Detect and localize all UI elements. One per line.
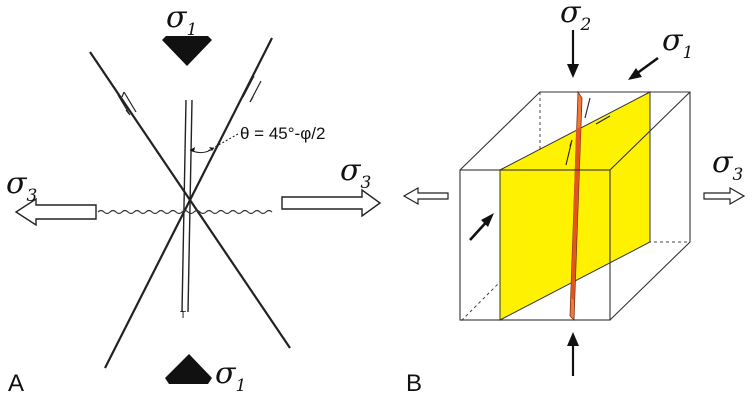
sigma3-left-arrow xyxy=(14,197,97,227)
angle-formula: θ = 45°-φ/2 xyxy=(240,124,325,143)
panel-a: T θ = 45°-φ/2 σ1 σ1 σ3 xyxy=(6,0,382,397)
shear-sense-b xyxy=(565,97,611,166)
fault-line-right xyxy=(104,37,273,369)
tension-mark: T xyxy=(180,310,186,321)
sigma3-right-arrow-b xyxy=(703,186,746,206)
sigma1-bottom-arrow-back xyxy=(165,378,212,384)
panel-b-label: B xyxy=(406,370,422,397)
sigma2-top-arrowhead xyxy=(567,64,579,78)
sigma1-label: σ1 xyxy=(662,23,693,63)
cube-visible-edges xyxy=(459,91,691,321)
sigma3-label-b: σ3 xyxy=(712,145,743,185)
sigma2-label: σ2 xyxy=(560,0,591,35)
stylolite-line xyxy=(97,209,273,215)
sigma1-bottom-arrow xyxy=(165,354,212,378)
sigma1-top-arrow xyxy=(162,40,212,66)
panel-a-label: A xyxy=(8,370,24,397)
shear-sense-left xyxy=(117,91,137,116)
sigma3-right-arrow xyxy=(281,188,382,218)
angle-arrowhead-left xyxy=(190,147,195,152)
tension-fracture xyxy=(181,99,193,313)
sigma1-top-arrow-back xyxy=(162,36,212,40)
sigma3-right-label: σ3 xyxy=(340,153,371,193)
sigma3-left-label: σ3 xyxy=(6,166,37,206)
panel-b: σ2 σ1 σ3 B xyxy=(402,0,746,397)
sigma1-arrow xyxy=(635,56,659,76)
sigma1-arrowhead xyxy=(628,68,642,80)
sigma3-left-arrow-b xyxy=(402,186,449,206)
sigma2-bottom-arrowhead xyxy=(567,332,579,346)
sigma1-top-label: σ1 xyxy=(166,0,197,40)
shear-sense-right xyxy=(242,75,262,103)
fault-slip-arrowhead xyxy=(481,213,494,227)
sigma1-bottom-label: σ1 xyxy=(215,356,246,396)
